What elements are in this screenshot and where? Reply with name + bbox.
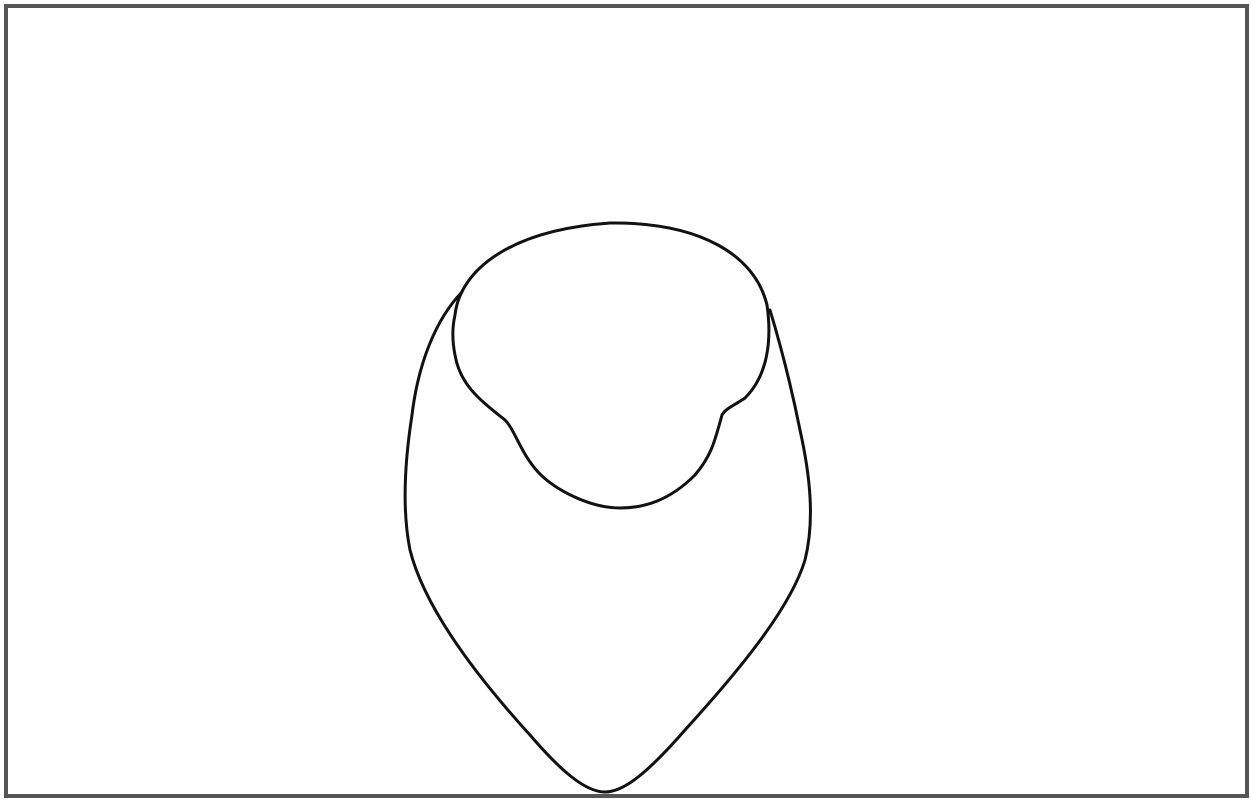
canvas-border [6, 6, 1247, 796]
